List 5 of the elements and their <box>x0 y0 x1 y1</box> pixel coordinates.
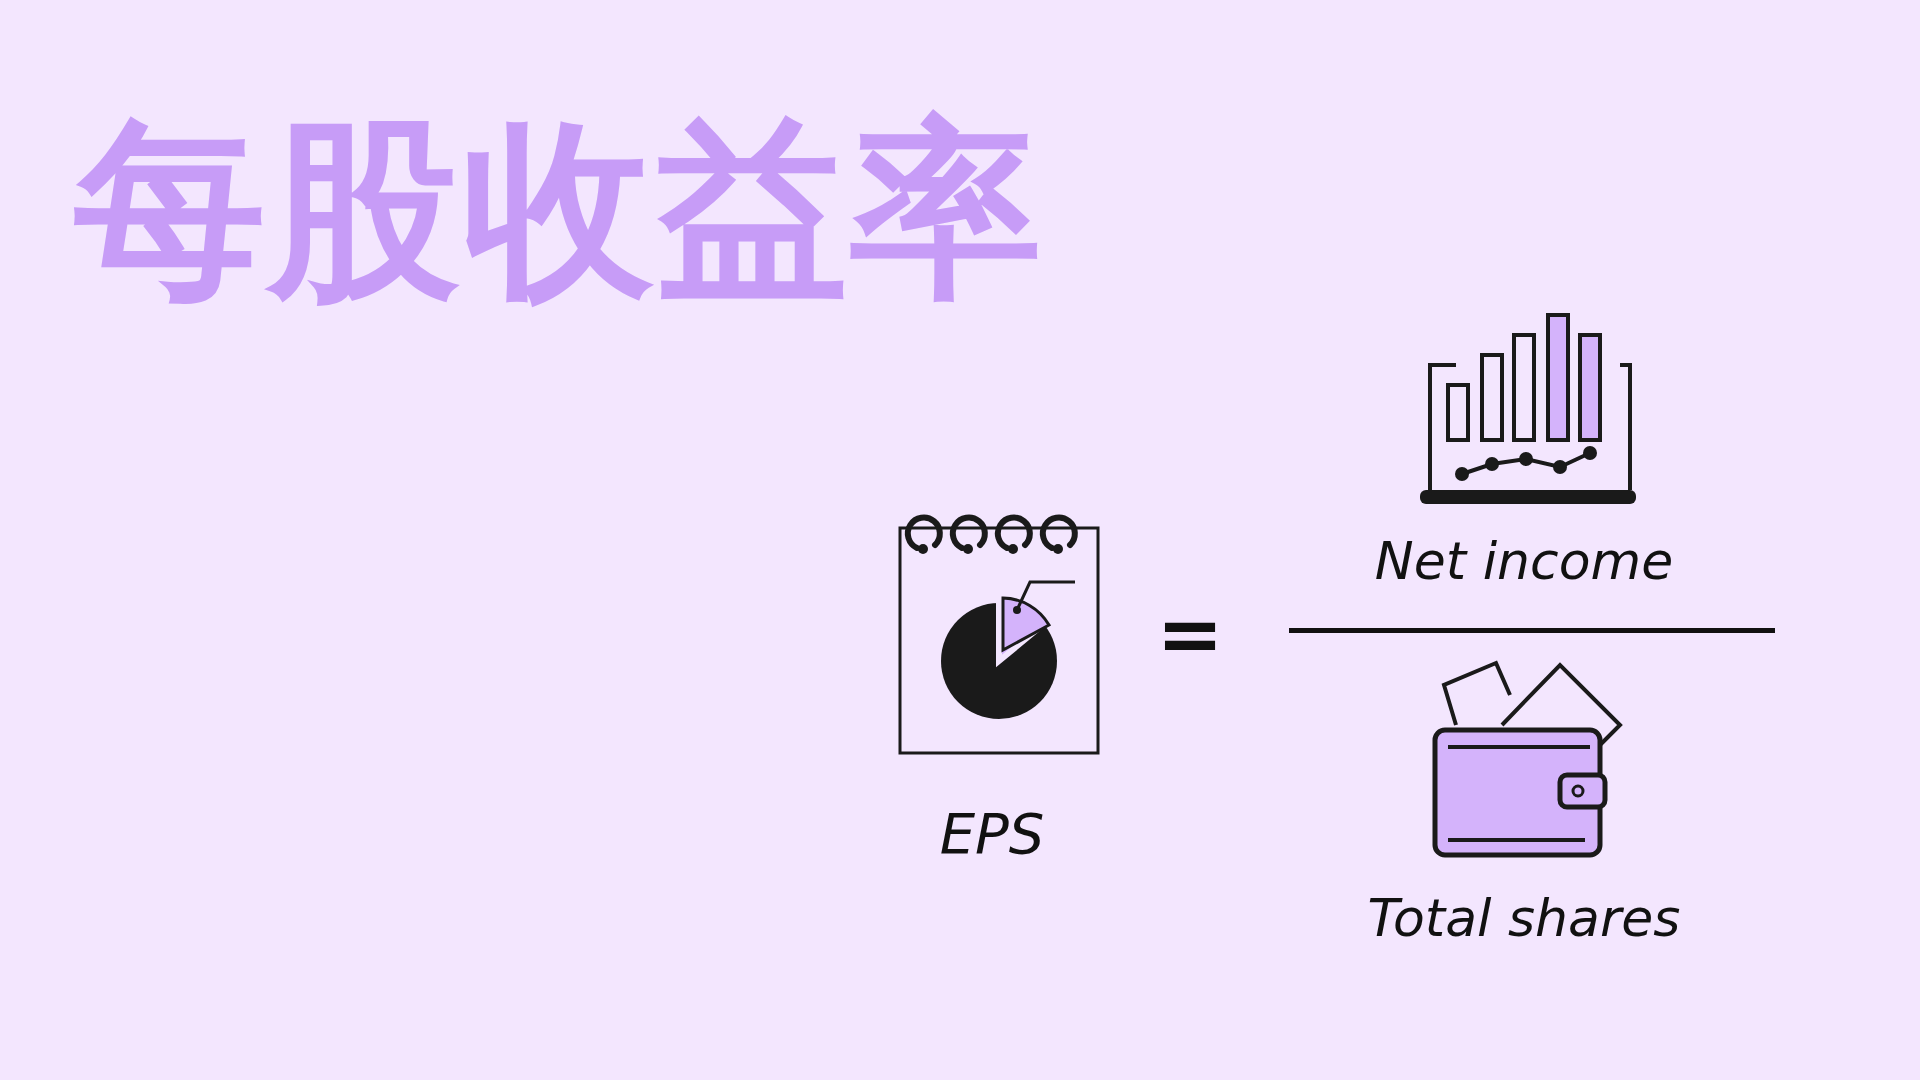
equals-sign: = <box>1156 587 1224 681</box>
title: 每股收益率 <box>74 100 1044 320</box>
caption: EPS <box>939 800 1045 866</box>
caption: Total shares <box>1367 888 1681 948</box>
caption: Net income <box>1374 531 1674 591</box>
